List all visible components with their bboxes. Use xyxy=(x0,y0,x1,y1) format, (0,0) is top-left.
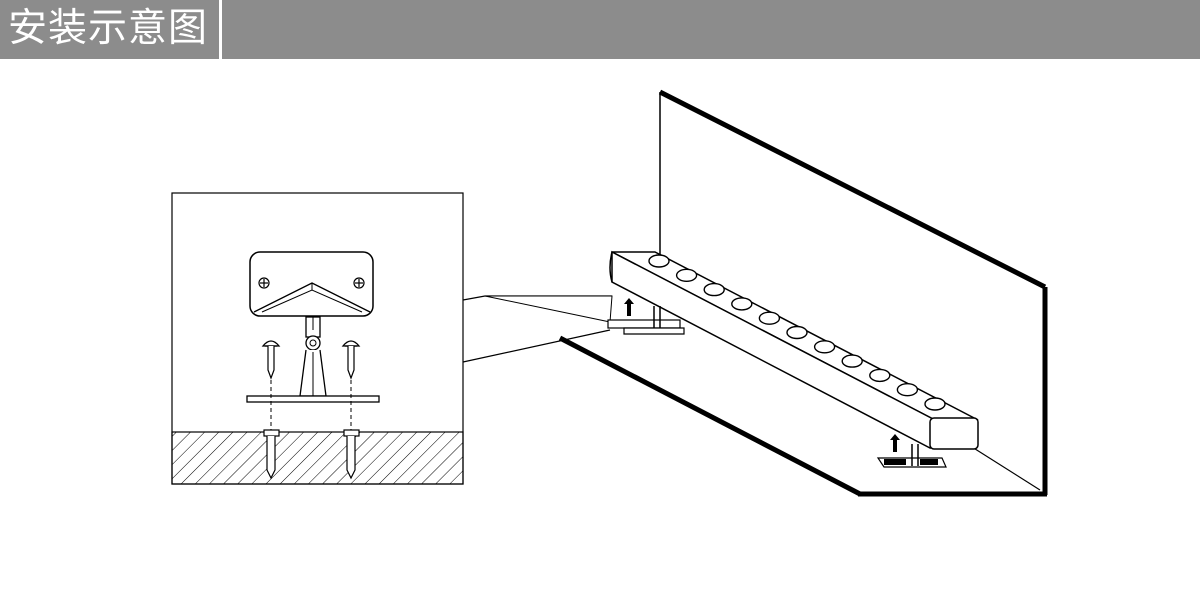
lens-11 xyxy=(924,397,946,411)
lens-row xyxy=(648,254,946,411)
lens-5 xyxy=(758,311,781,325)
wall-corner xyxy=(558,89,1048,497)
lens-9 xyxy=(869,368,891,383)
lens-8 xyxy=(841,354,863,368)
bracket-plate xyxy=(249,251,374,317)
lens-1 xyxy=(648,254,670,268)
lens-10 xyxy=(896,383,919,397)
lens-4 xyxy=(731,297,753,311)
detail-inset xyxy=(171,192,464,485)
anchor-left-icon xyxy=(263,429,280,480)
arrow-up-icon xyxy=(624,298,634,316)
screw-head-left-icon xyxy=(258,277,270,289)
anchor-right-icon xyxy=(343,429,360,480)
bracket-stand xyxy=(246,316,380,403)
screw-head-right-icon xyxy=(353,277,365,289)
lens-3 xyxy=(703,282,725,297)
lens-2 xyxy=(675,268,698,282)
header-bar: 安装示意图 xyxy=(0,0,1200,59)
page-title: 安装示意图 xyxy=(8,6,209,51)
mounting-surface-hatch xyxy=(171,431,464,485)
bracket-left-mount xyxy=(607,298,685,335)
screw-right-icon xyxy=(341,340,361,380)
title-box: 安装示意图 xyxy=(0,0,222,59)
callout-lines xyxy=(462,295,613,363)
bracket-right-mount xyxy=(876,434,947,468)
bar-end-cap xyxy=(929,417,979,450)
lens-7 xyxy=(813,340,836,354)
wall-washer-bar xyxy=(609,250,979,450)
arrow-up-icon-right xyxy=(890,434,900,452)
lens-6 xyxy=(786,325,808,340)
screw-left-icon xyxy=(261,340,281,380)
